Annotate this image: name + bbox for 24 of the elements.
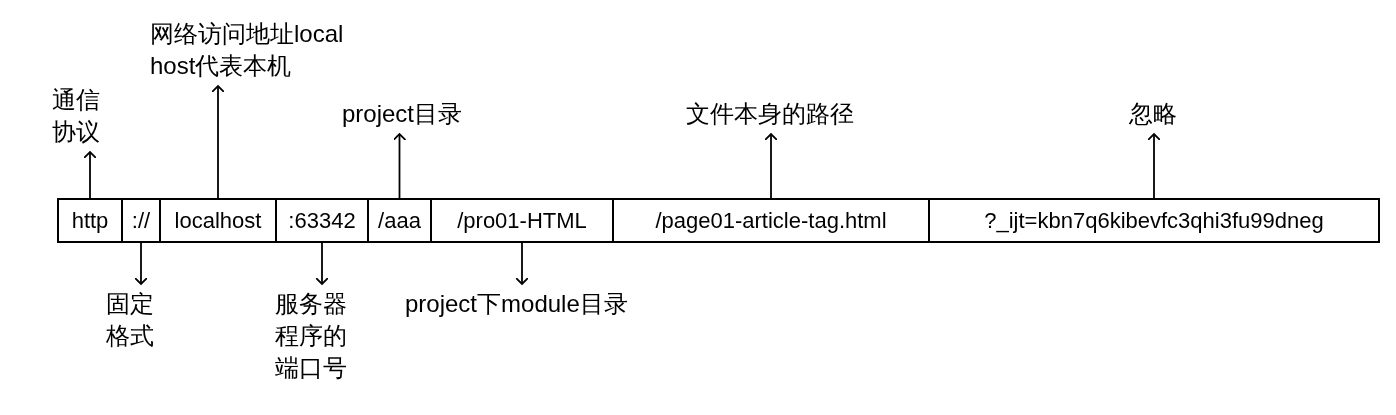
arrow [515, 242, 529, 285]
arrow [1147, 133, 1161, 199]
url-segment: http [57, 198, 123, 243]
url-segment: /page01-article-tag.html [612, 198, 930, 243]
url-segment: localhost [159, 198, 277, 243]
arrow [764, 133, 778, 199]
arrow [83, 151, 97, 199]
annotation-text: 网络访问地址localhost代表本机 [150, 18, 350, 82]
arrow [211, 85, 225, 199]
url-segment: :63342 [275, 198, 369, 243]
arrow [392, 133, 407, 199]
annotation-text: 文件本身的路径 [620, 98, 920, 130]
url-segment: /pro01-HTML [430, 198, 614, 243]
annotation-text: 忽略 [1053, 98, 1253, 130]
url-segment: ?_ijt=kbn7q6kibevfc3qhi3fu99dneg [928, 198, 1380, 243]
annotation-text: project目录 [262, 98, 542, 130]
annotation-text: project下module目录 [405, 288, 645, 320]
annotation-text: 服务器程序的端口号 [275, 288, 363, 384]
arrow [315, 242, 329, 285]
url-segment: :// [121, 198, 161, 243]
annotation-text: 通信协议 [52, 84, 112, 148]
annotation-text: 固定格式 [106, 288, 166, 352]
url-segment: /aaa [367, 198, 432, 243]
arrow [134, 242, 148, 285]
